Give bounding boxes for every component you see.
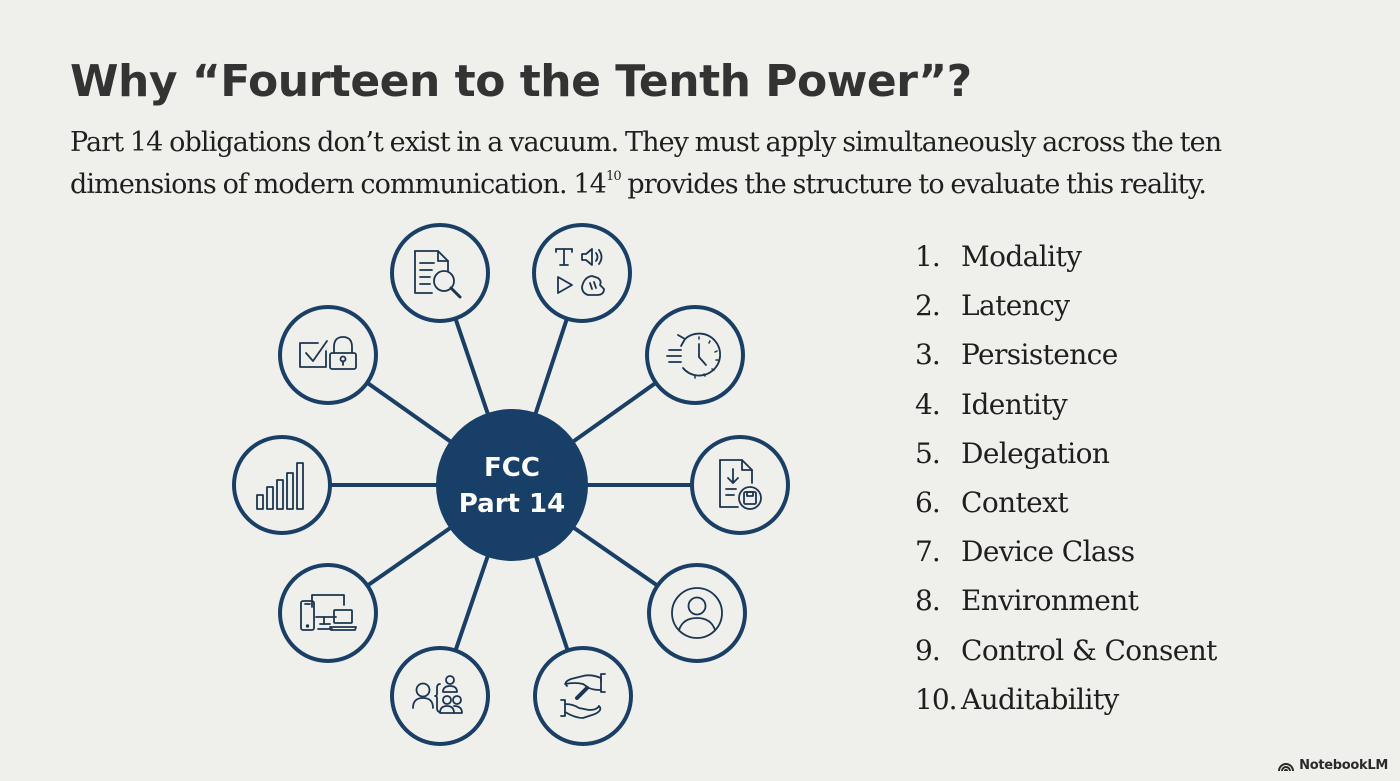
dimension-item: 9.Control & Consent: [915, 633, 1217, 667]
dimension-label: Delegation: [961, 436, 1110, 470]
dimension-item: 1.Modality: [915, 240, 1082, 273]
slide-subtitle: Part 14 obligations don’t exist in a vac…: [70, 122, 1360, 206]
dimension-item: 2.Latency: [915, 289, 1070, 323]
modality-icon: [555, 248, 605, 296]
satellite-rings: [232, 223, 790, 746]
dimension-item: 6.Context: [915, 485, 1069, 519]
devices-icon: [300, 594, 357, 631]
subtitle-line-2-end: provides the structure to evaluate this …: [620, 169, 1207, 200]
exponent: 10: [605, 169, 622, 184]
dimension-label: Persistence: [961, 338, 1118, 372]
document-search-icon: [414, 250, 462, 299]
clock-rewind-icon: [666, 332, 722, 379]
handshake-link-icon: [560, 673, 606, 719]
checkbox-lock-icon: [299, 336, 357, 370]
dimension-item: 4.Identity: [915, 387, 1068, 421]
dimension-label: Identity: [961, 387, 1068, 421]
file-download-save-icon: [719, 459, 762, 510]
hub-label-line-1: FCC: [484, 453, 540, 483]
dimension-item: 10.Auditability: [915, 682, 1119, 716]
hub-node: FCC Part 14: [436, 409, 588, 561]
dimension-item: 3.Persistence: [915, 338, 1118, 372]
dimension-label: Modality: [961, 240, 1082, 273]
subtitle-line-2-start: dimensions of modern communication. 14: [70, 169, 607, 200]
notebooklm-watermark: NotebookLM: [1278, 758, 1388, 773]
signal-bars-icon: [256, 462, 304, 510]
hub-spoke-diagram: FCC Part 14: [232, 223, 790, 746]
dimension-item: 7.Device Class: [915, 535, 1135, 569]
dimensions-list: 1.Modality 2.Latency 3.Persistence 4.Ide…: [915, 232, 1217, 724]
dimension-item: 5.Delegation: [915, 436, 1110, 470]
dimension-label: Environment: [961, 584, 1139, 618]
hub-label-line-2: Part 14: [459, 489, 565, 519]
dimension-label: Control & Consent: [961, 633, 1217, 667]
dimension-label: Device Class: [961, 535, 1135, 569]
dimension-item: 8.Environment: [915, 584, 1139, 618]
dimension-label: Auditability: [961, 682, 1119, 716]
slide-title: Why “Fourteen to the Tenth Power”?: [70, 56, 972, 107]
delegation-people-icon: [412, 675, 463, 714]
notebooklm-logo-icon: [1278, 762, 1295, 771]
user-profile-icon: [671, 587, 723, 639]
brand-label: NotebookLM: [1299, 758, 1388, 773]
subtitle-line-1: Part 14 obligations don’t exist in a vac…: [70, 127, 1222, 158]
dimension-label: Context: [961, 485, 1069, 519]
dimension-label: Latency: [961, 289, 1070, 323]
